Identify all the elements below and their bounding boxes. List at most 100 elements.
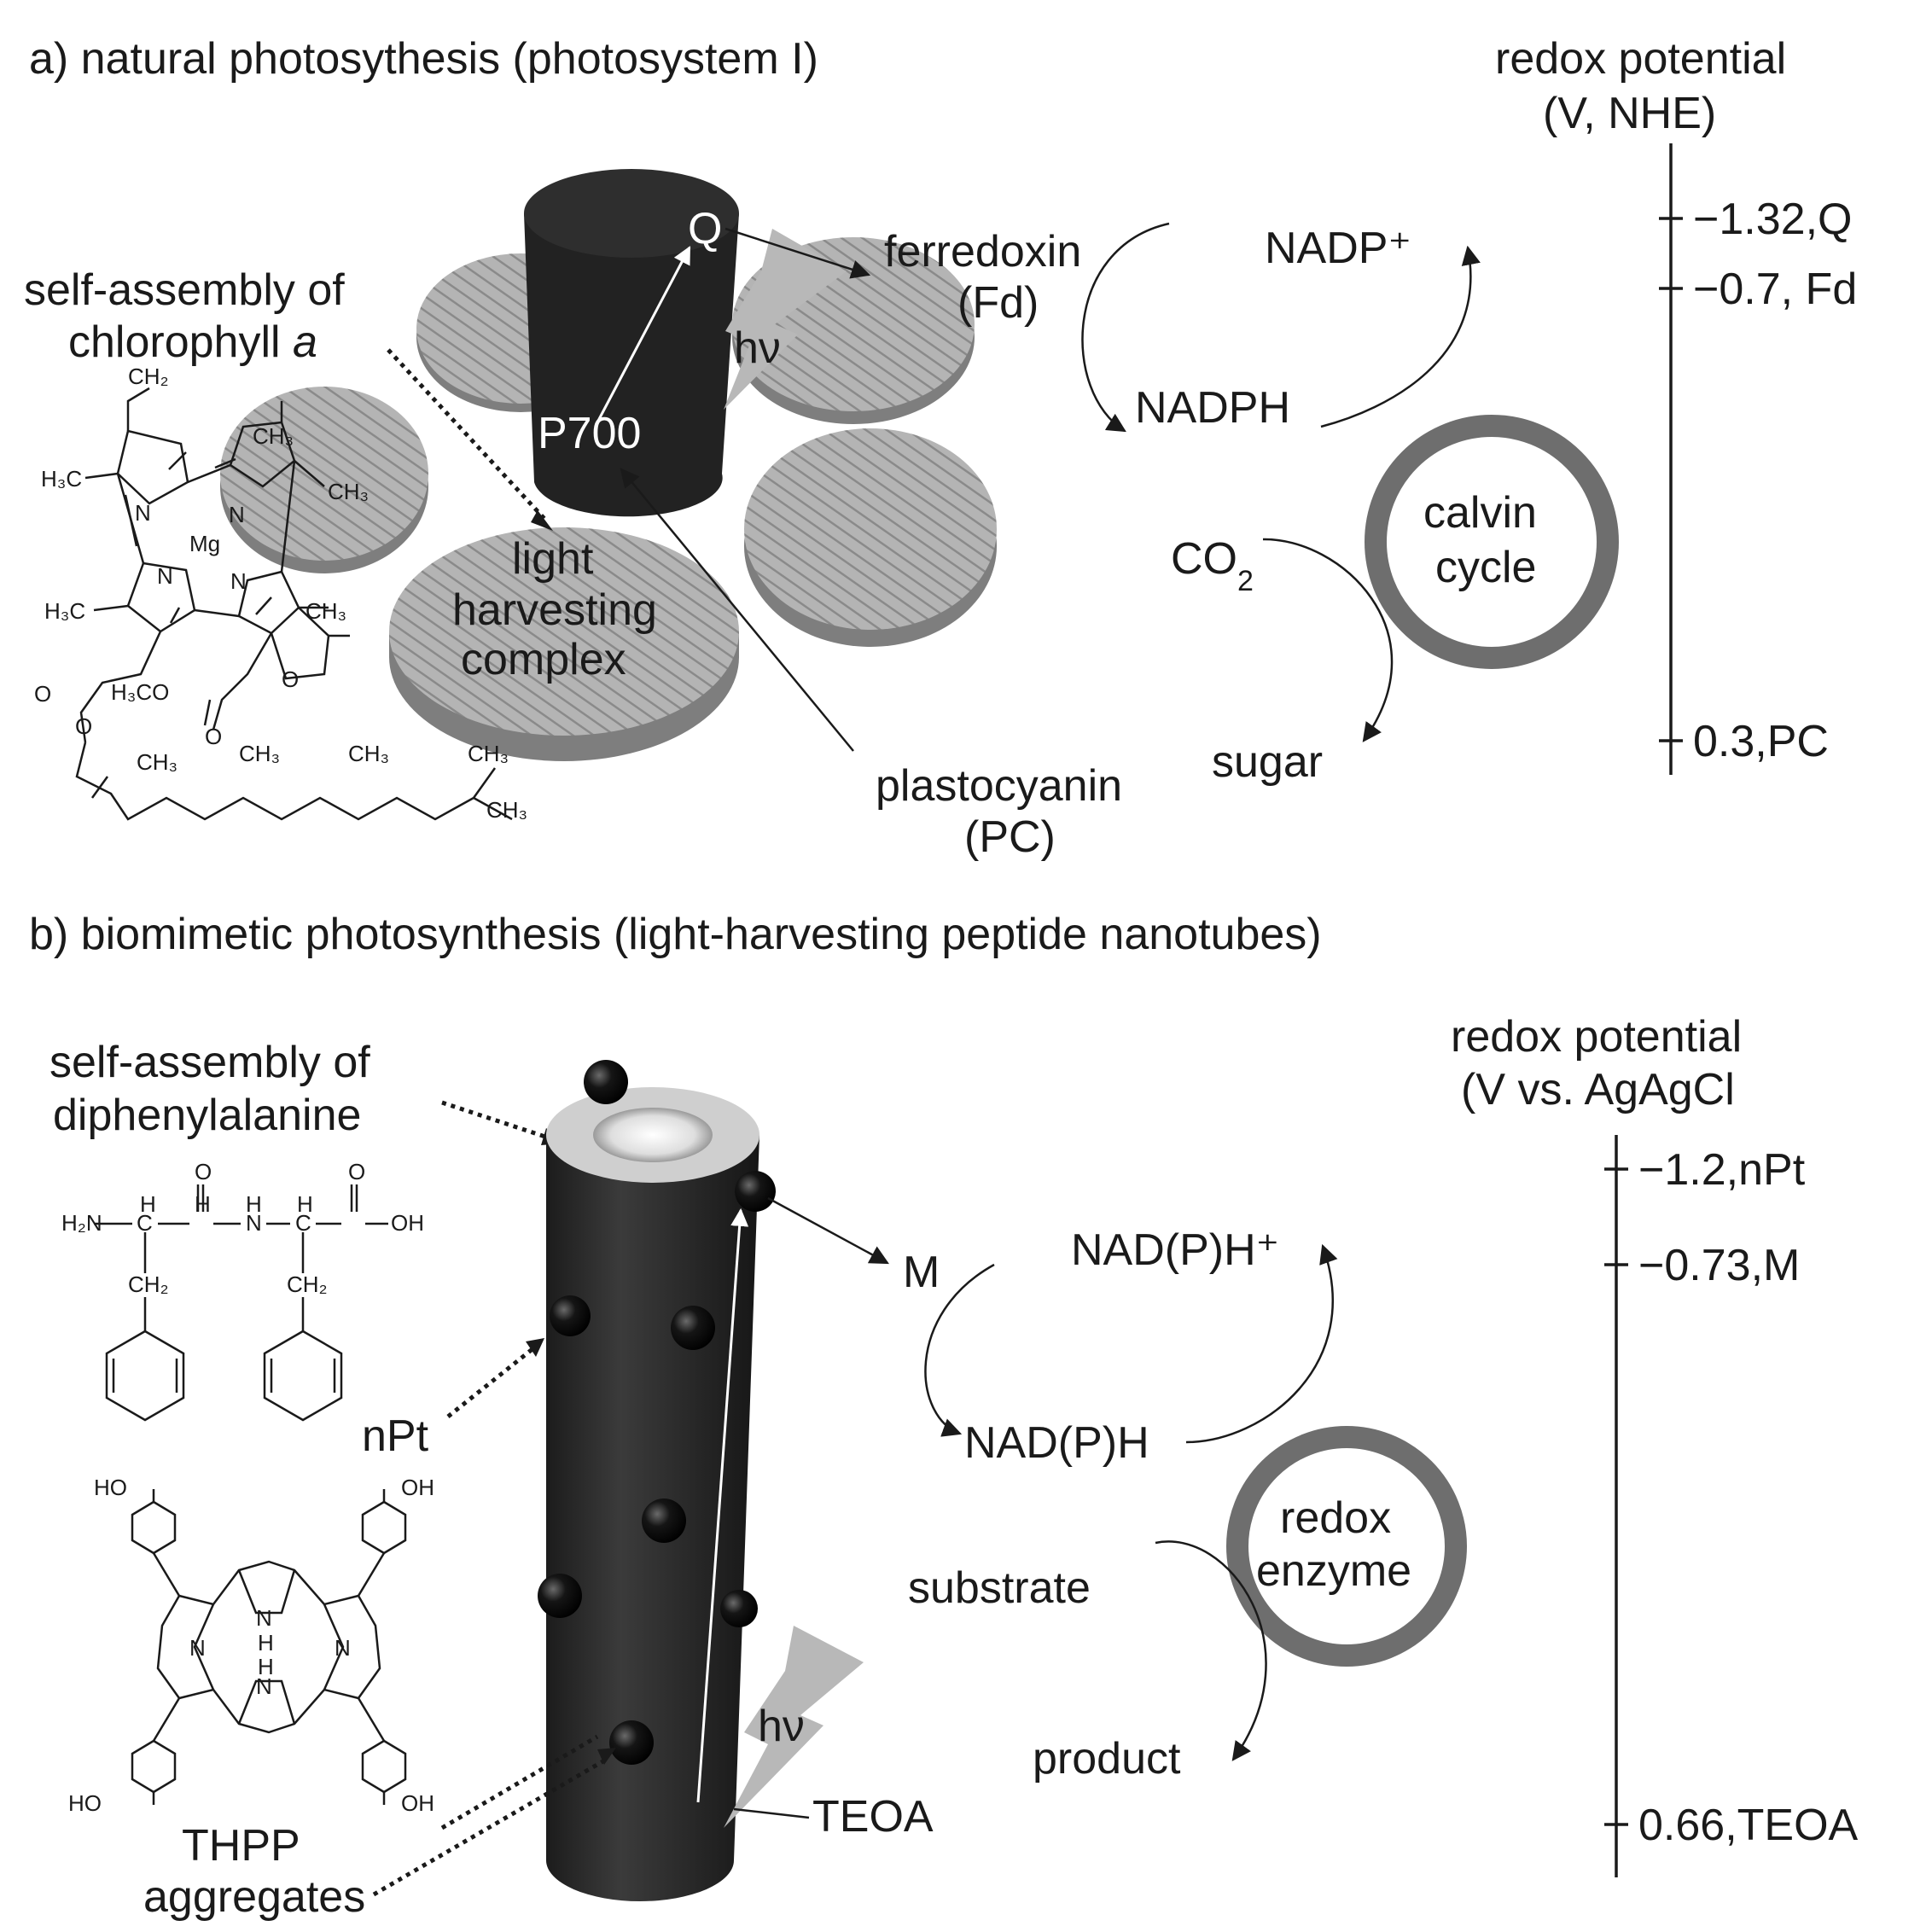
calvin-label-2: cycle <box>1435 543 1536 592</box>
npt-label: nPt <box>362 1411 429 1461</box>
thpp-n-4: N <box>256 1673 272 1699</box>
chl-o-3: O <box>34 681 51 707</box>
hv-label-b: hν <box>758 1702 805 1751</box>
thpp-ho-1: HO <box>94 1475 127 1500</box>
plastocyanin-label: plastocyanin <box>876 761 1122 811</box>
peptide-c-2: C <box>295 1210 311 1236</box>
thpp-n-2: N <box>189 1635 206 1661</box>
enzyme-label-1: redox <box>1280 1493 1391 1543</box>
panel-a: a) natural photosythesis (photosystem I) <box>24 34 1857 862</box>
peptide-h-4: H <box>195 1191 211 1217</box>
chlorophyll-label: chlorophyll a <box>68 317 317 367</box>
diphenylalanine-dotted-pointer <box>441 1100 554 1142</box>
peptide-o-2: O <box>348 1159 365 1184</box>
lhc-label-3: complex <box>461 635 626 684</box>
diphenylalanine-label: diphenylalanine <box>53 1091 361 1140</box>
redox-axis-title-b-2: (V vs. AgAgCl <box>1461 1065 1735 1114</box>
co2-text: CO <box>1171 534 1237 584</box>
nanotube-opening <box>593 1108 713 1162</box>
self-assembly-label-b: self-assembly of <box>49 1038 370 1087</box>
chl-ch3-8: CH₃ <box>486 797 527 823</box>
peptide-h-1: H <box>140 1191 156 1217</box>
panel-b: b) biomimetic photosynthesis (light-harv… <box>29 910 1859 1922</box>
peptide-h2n: H₂N <box>61 1210 102 1236</box>
chlorophyll-a-italic: a <box>293 317 317 367</box>
enzyme-label-2: enzyme <box>1256 1546 1411 1596</box>
aggregates-label: aggregates <box>143 1872 365 1922</box>
nadph-to-nadp-arrow <box>1320 245 1481 428</box>
co2-label: CO2 <box>1171 534 1254 597</box>
peptide-ch2-2: CH₂ <box>287 1272 328 1297</box>
m-to-nadph-arrow <box>924 1263 995 1437</box>
chlorophyll-a-structure: CH₂ CH₃ H₃C CH₃ N Mg N N N H₃C CH₃ O H₃C… <box>34 364 527 823</box>
chl-h3co: H₃CO <box>111 679 169 705</box>
peptide-oh: OH <box>391 1210 424 1236</box>
npt-particle <box>720 1590 758 1627</box>
peptide-nanotube <box>538 1060 776 1901</box>
nadph-b-label: NAD(P)H <box>964 1418 1149 1468</box>
self-assembly-label-a: self-assembly of <box>24 265 345 315</box>
q-label: Q <box>688 204 722 253</box>
chl-ch2: CH₂ <box>128 364 169 389</box>
chl-mg: Mg <box>189 531 220 556</box>
chlorophyll-text: chlorophyll <box>68 317 281 367</box>
npt-particle <box>538 1574 582 1618</box>
chl-n-4: N <box>135 500 151 526</box>
co2-subscript: 2 <box>1237 565 1254 597</box>
disk-right <box>744 428 997 647</box>
panel-a-title: a) natural photosythesis (photosystem I) <box>29 34 818 84</box>
redox-b-tick-label: 0.66,TEOA <box>1638 1801 1859 1850</box>
thpp-aggregate <box>609 1720 654 1765</box>
lightning-bolt-icon-b <box>724 1626 864 1828</box>
redox-a-tick-label: 0.3,PC <box>1693 717 1829 766</box>
peptide-c-1: C <box>137 1210 153 1236</box>
thpp-h-1: H <box>258 1630 274 1656</box>
p700-label: P700 <box>538 409 641 458</box>
thpp-n-3: N <box>335 1635 351 1661</box>
ferredoxin-label: ferredoxin <box>884 227 1081 276</box>
calvin-cycle-ring <box>1365 415 1619 669</box>
substrate-to-product-arrow <box>1155 1540 1267 1761</box>
chl-n-1: N <box>229 502 245 527</box>
chl-ch3-6: CH₃ <box>348 741 389 766</box>
thpp-oh-2: OH <box>401 1790 434 1816</box>
npt-particle <box>671 1306 715 1350</box>
chl-ch3-3: CH₃ <box>306 598 346 624</box>
thpp-porphyrin-structure: HO OH N H N N N H HO OH <box>68 1475 434 1816</box>
thpp-h-2: H <box>258 1654 274 1679</box>
redox-axis-title-a-2: (V, NHE) <box>1543 89 1716 138</box>
chl-h3c-1: H₃C <box>41 466 82 492</box>
chl-n-3: N <box>230 568 247 594</box>
thpp-oh-1: OH <box>401 1475 434 1500</box>
electron-transfer-arrow <box>696 1208 749 1803</box>
nadp-label: NADP⁺ <box>1265 224 1411 273</box>
product-label: product <box>1033 1734 1181 1784</box>
redox-axis-b: −1.2,nPt−0.73,M0.66,TEOA <box>1604 1135 1859 1877</box>
redox-a-tick-label: −1.32,Q <box>1693 195 1852 244</box>
npt-particle <box>550 1295 591 1336</box>
chl-ch3-1: CH₃ <box>253 423 294 449</box>
lightning-bolt-icon-a <box>724 229 847 410</box>
hv-label-a: hν <box>734 323 781 373</box>
lhc-label-2: harvesting <box>452 585 657 635</box>
thpp-dotted-pointer-1 <box>372 1757 608 1897</box>
diphenylalanine-structure: O O H₂N H C N H C OH H H CH₂ CH₂ <box>61 1159 424 1422</box>
peptide-o-1: O <box>195 1159 212 1184</box>
fd-label: (Fd) <box>957 278 1039 328</box>
lhc-label-1: light <box>512 534 594 584</box>
thpp-n-1: N <box>256 1605 272 1631</box>
chl-o-1: O <box>282 666 299 692</box>
chl-ch3-5: CH₃ <box>239 741 280 766</box>
thpp-label: THPP <box>182 1821 300 1871</box>
npt-to-m-arrow <box>767 1196 889 1265</box>
peptide-ch2-1: CH₂ <box>128 1272 169 1297</box>
chl-ch3-7: CH₃ <box>468 741 509 766</box>
nadph-label: NADPH <box>1135 383 1290 433</box>
peptide-n: N <box>246 1210 262 1236</box>
panel-b-title: b) biomimetic photosynthesis (light-harv… <box>29 910 1322 959</box>
chl-o-2: O <box>205 724 222 749</box>
thpp-dotted-pointer-2 <box>440 1734 599 1830</box>
sugar-label: sugar <box>1212 737 1323 787</box>
npt-dotted-pointer <box>446 1347 535 1418</box>
